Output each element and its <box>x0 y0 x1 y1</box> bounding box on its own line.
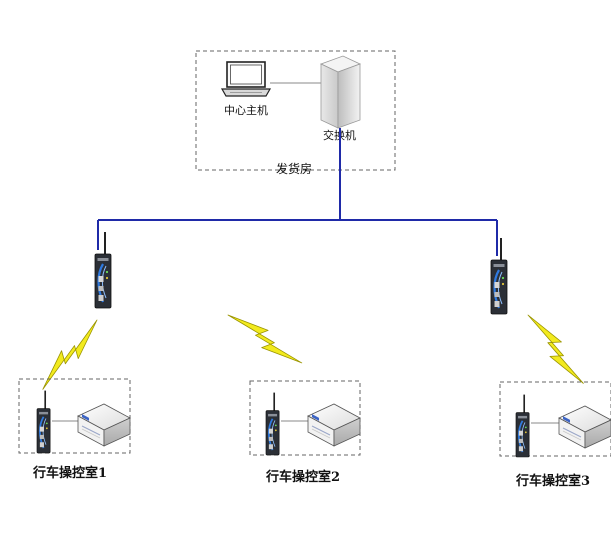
terminal-device-icon <box>36 389 52 454</box>
lightning-icon <box>35 314 105 396</box>
terminal-device-icon <box>265 391 281 456</box>
server-tower-icon <box>319 55 362 129</box>
lightning-icon <box>222 307 308 371</box>
cab2-label: 行车操控室2 <box>265 469 340 485</box>
cab1-label: 行车操控室1 <box>32 465 107 481</box>
rack-device-icon <box>77 403 131 447</box>
shipping-room-box <box>195 50 396 171</box>
rack-device-icon <box>307 403 361 447</box>
wireless-ap-icon <box>489 236 509 316</box>
rack-device-icon <box>558 405 611 449</box>
cab3-label: 行车操控室3 <box>515 473 590 489</box>
laptop-icon <box>220 61 272 97</box>
backbone-cable <box>97 128 498 256</box>
lightning-icon <box>520 308 591 390</box>
terminal-device-icon <box>515 393 531 458</box>
shipping-room-label: 发货房 <box>276 161 312 176</box>
cab3-box <box>499 381 611 457</box>
cab1-box <box>18 378 131 454</box>
host-label: 中心主机 <box>224 103 268 117</box>
